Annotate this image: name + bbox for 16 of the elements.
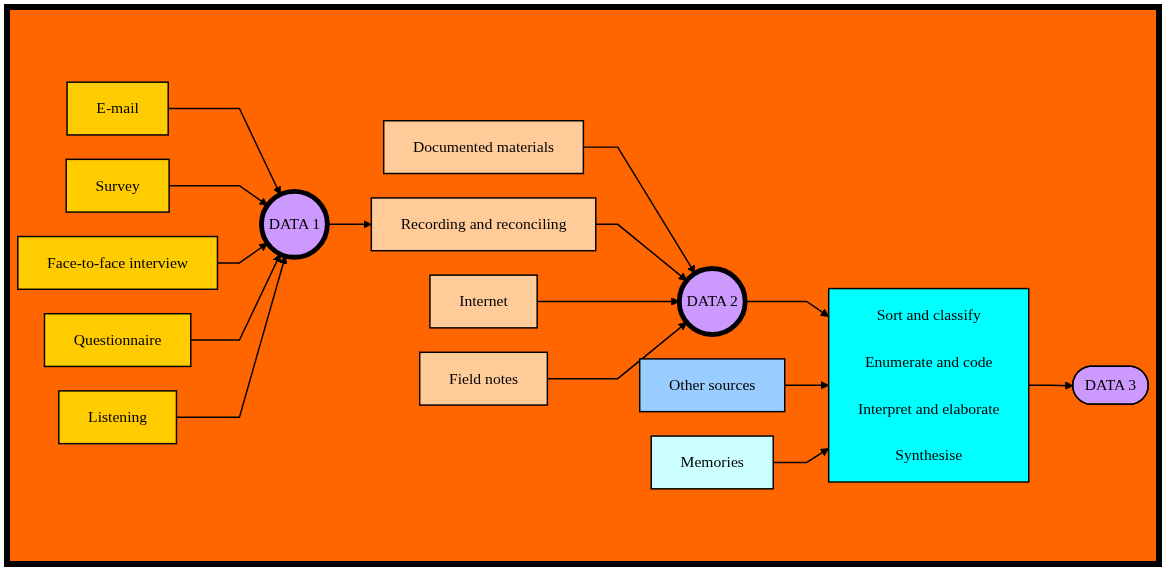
node-box: Other sources	[639, 358, 786, 413]
node-box: E-mail	[66, 81, 169, 136]
node-box: Field notes	[418, 351, 549, 406]
node-box: Memories	[650, 435, 774, 490]
node-box: Survey	[65, 158, 170, 213]
arrow	[190, 253, 281, 341]
node-box: Questionnaire	[43, 312, 192, 368]
node-circle: DATA 2	[676, 266, 748, 337]
node-box: Listening	[58, 390, 178, 445]
node-box: Internet	[429, 274, 538, 329]
node-box: Documented materials	[382, 120, 585, 175]
node-box: Face-to-face interview	[17, 235, 219, 291]
arrow	[595, 223, 688, 282]
node-box: Recording and reconciling	[370, 197, 597, 252]
node-circle: DATA 1	[259, 188, 330, 260]
node-box: Sort and classify Enumerate and code Interpret and elaborate Synthesise	[827, 287, 1030, 483]
